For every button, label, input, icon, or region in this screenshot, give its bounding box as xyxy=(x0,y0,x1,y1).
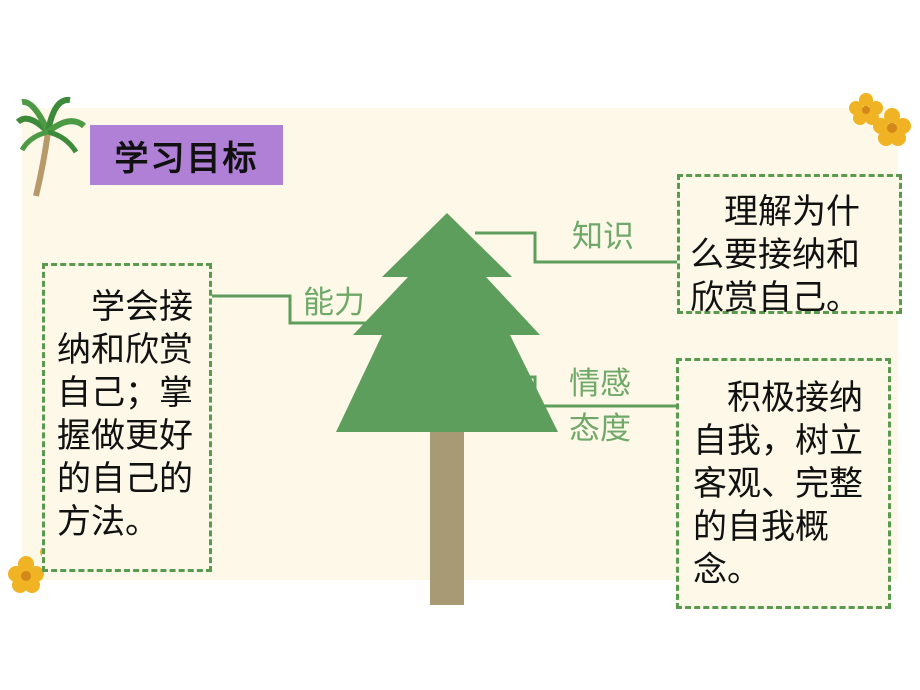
connector-lines xyxy=(212,231,677,408)
emotion-goal-box: 积极接纳自我，树立客观、完整的自我概念。 xyxy=(676,358,891,609)
knowledge-connector xyxy=(475,231,677,264)
knowledge-goal-box: 理解为什么要接纳和欣赏自己。 xyxy=(677,174,902,318)
tree-crown xyxy=(336,213,558,432)
tree-trunk xyxy=(430,405,464,605)
emotion-connector xyxy=(505,375,676,408)
ability-label: 能力 xyxy=(303,285,365,321)
knowledge-label: 知识 xyxy=(572,219,634,255)
emotion-goal-text: 积极接纳自我，树立客观、完整的自我概念。 xyxy=(693,378,863,590)
ability-goal-text: 学会接纳和欣赏自己；掌握做更好的自己的方法。 xyxy=(57,287,193,542)
ability-connector xyxy=(212,294,370,325)
page-title: 学习目标 xyxy=(90,125,283,185)
ability-goal-box: 学会接纳和欣赏自己；掌握做更好的自己的方法。 xyxy=(42,263,212,572)
emotion-label-line2: 态度 xyxy=(569,411,631,447)
emotion-label-line1: 情感 xyxy=(569,366,631,402)
flower-icon xyxy=(849,93,911,146)
palm-tree-icon xyxy=(15,96,86,197)
knowledge-goal-text: 理解为什么要接纳和欣赏自己。 xyxy=(690,192,860,318)
